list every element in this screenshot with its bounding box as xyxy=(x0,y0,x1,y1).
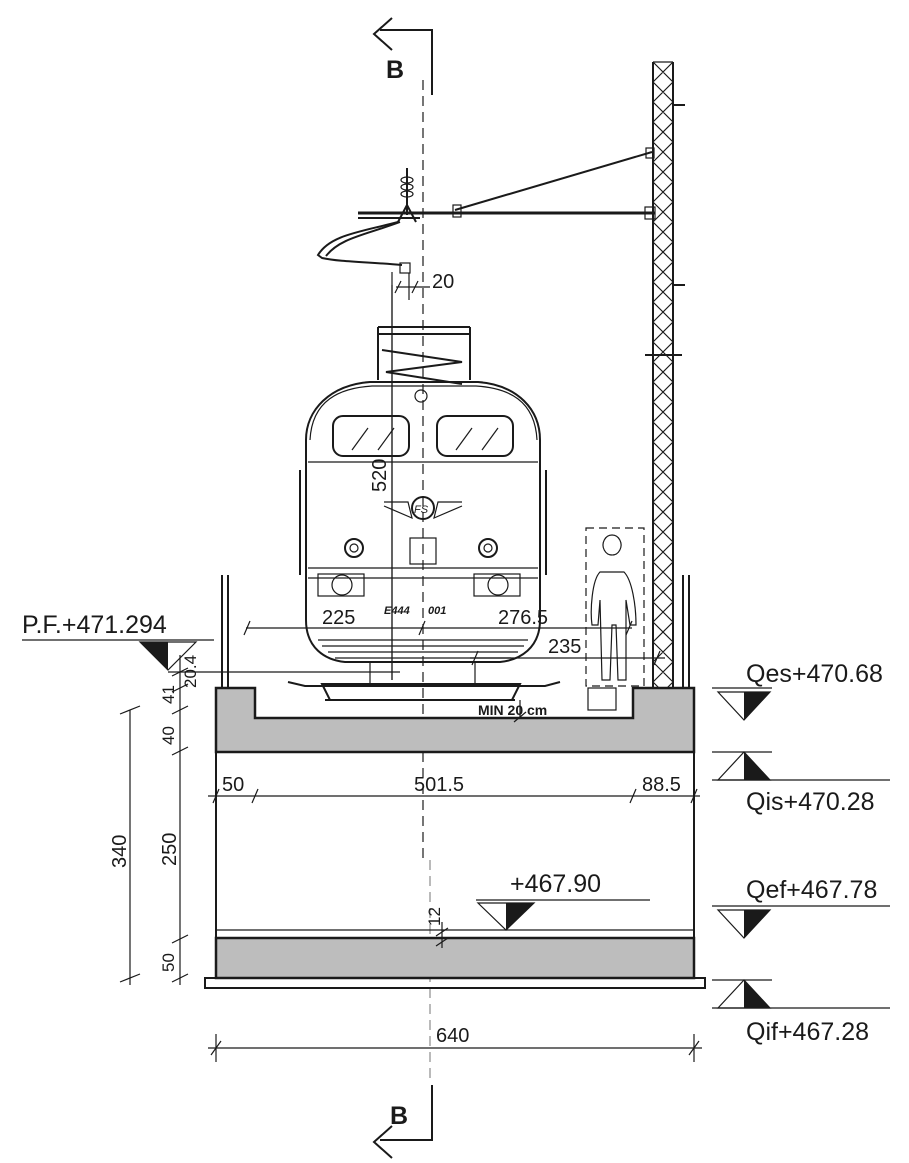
level-platform: P.F.+471.294 xyxy=(22,611,214,671)
dim-fill-thick-label: 12 xyxy=(425,907,444,926)
loco-unit: 001 xyxy=(428,605,446,617)
level-qis-label: Qis+470.28 xyxy=(746,788,875,816)
level-qes: Qes+470.68 xyxy=(712,660,883,721)
catenary-mast xyxy=(645,61,685,703)
dim-wall-left-label: 50 xyxy=(222,774,244,796)
dim-slab-thick-label: 40 xyxy=(159,726,178,745)
fs-badge-label: FS xyxy=(414,504,429,516)
level-qif-label: Qif+467.28 xyxy=(746,1018,869,1046)
dim-wire-height: 520 xyxy=(369,285,393,680)
blinding-layer xyxy=(204,977,706,989)
buffer-lamp-right xyxy=(473,573,521,597)
dim-total-height: 340 xyxy=(109,705,141,985)
pantograph xyxy=(377,326,471,385)
locomotive: FS E444 001 xyxy=(299,381,547,701)
dim-wire-height-label: 520 xyxy=(369,459,391,492)
loco-number: E444 xyxy=(384,605,410,617)
level-qif: Qif+467.28 xyxy=(712,979,890,1046)
dim-overall-width-label: 640 xyxy=(436,1025,469,1047)
level-qes-label: Qes+470.68 xyxy=(746,660,883,688)
level-qis: Qis+470.28 xyxy=(712,751,890,816)
section-marker-top: B xyxy=(372,17,433,95)
level-inner: +467.90 xyxy=(476,870,650,931)
dim-overall-row: 640 xyxy=(208,1025,702,1062)
dim-slab-upper-label: 41 xyxy=(159,685,178,704)
windshield-right xyxy=(436,415,514,457)
dim-step-label: 20.4 xyxy=(181,655,200,688)
dim-wire-offset-label: 20 xyxy=(432,271,454,293)
dim-right-clear-label: 276.5 xyxy=(498,607,548,629)
dim-min-gap: MIN 20 cm xyxy=(478,700,547,723)
level-qef-label: Qef+467.78 xyxy=(746,876,877,904)
fs-badge: FS xyxy=(383,496,463,520)
headlight-left xyxy=(344,538,364,558)
insulator-assembly xyxy=(397,168,417,223)
section-marker-top-label: B xyxy=(386,56,404,84)
railings xyxy=(221,575,690,688)
level-qef: Qef+467.78 xyxy=(712,876,890,939)
dim-stack: 20.4 41 40 250 50 xyxy=(159,655,200,985)
cantilever xyxy=(358,147,656,220)
person-clearance xyxy=(585,527,645,711)
dim-clearance-row: 225 276.5 xyxy=(243,607,633,636)
level-platform-label: P.F.+471.294 xyxy=(22,611,167,639)
buffer-lamp-left xyxy=(317,573,365,597)
windshield-left xyxy=(332,415,410,457)
structure xyxy=(204,681,706,989)
person-figure xyxy=(590,534,637,681)
dim-inner-row: 50 501.5 88.5 xyxy=(208,774,700,804)
deck-slab xyxy=(214,686,696,754)
section-marker-bottom: B xyxy=(372,1085,433,1159)
dim-total-height-label: 340 xyxy=(109,835,131,868)
dim-wall-right-label: 88.5 xyxy=(642,774,681,796)
section-marker-bottom-label: B xyxy=(390,1102,408,1130)
dim-inner-height-label: 250 xyxy=(159,833,181,866)
dim-fill-thick: 12 xyxy=(425,907,449,948)
grille xyxy=(409,537,437,565)
dim-walkway-label: 235 xyxy=(548,636,581,658)
dim-min-gap-label: MIN 20 cm xyxy=(478,702,547,718)
headlight-right xyxy=(478,538,498,558)
dim-base-thick-label: 50 xyxy=(159,953,178,972)
dim-walkway-row: 235 xyxy=(470,636,665,666)
dim-left-clear-label: 225 xyxy=(322,607,355,629)
bottom-slab xyxy=(214,936,696,980)
level-inner-label: +467.90 xyxy=(510,870,601,898)
dim-wire-offset: 20 xyxy=(394,271,454,294)
dim-inner-width-label: 501.5 xyxy=(414,774,464,796)
